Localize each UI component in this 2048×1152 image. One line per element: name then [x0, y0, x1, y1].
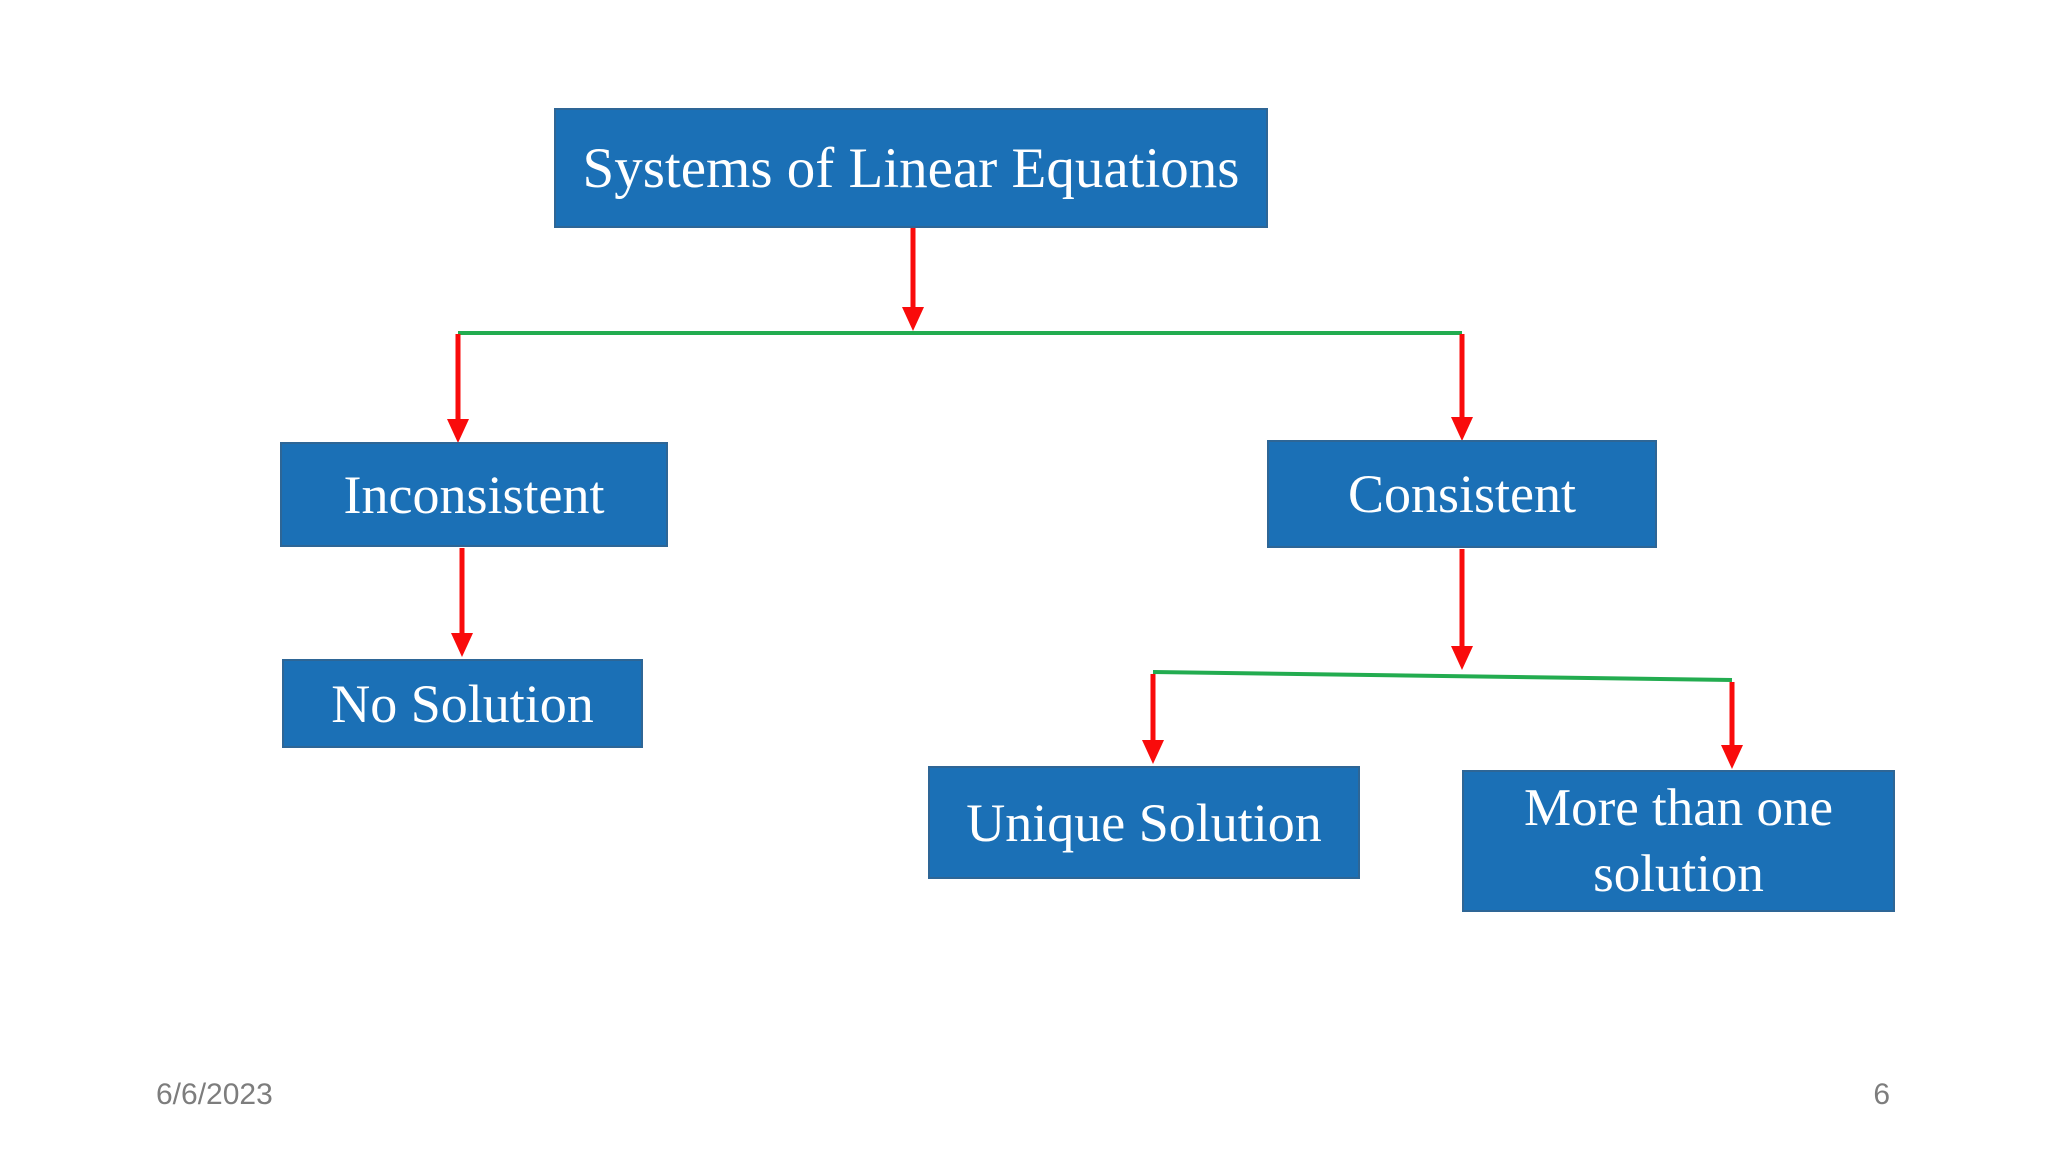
node-inconsistent: Inconsistent [280, 442, 668, 547]
node-systems-of-linear-equations: Systems of Linear Equations [554, 108, 1268, 228]
slide-number: 6 [1873, 1078, 1890, 1111]
footer-date: 6/6/2023 [156, 1078, 273, 1111]
node-consistent: Consistent [1267, 440, 1657, 548]
arrow-unique-head [1142, 740, 1164, 764]
arrow-consistent-down-head [1451, 646, 1473, 670]
arrow-no-solution-head [451, 633, 473, 657]
arrow-inconsistent-head [447, 419, 469, 443]
node-more-than-one-solution: More than one solution [1462, 770, 1895, 912]
node-no-solution: No Solution [282, 659, 643, 748]
arrow-root-head [902, 307, 924, 331]
branch-line-2 [1152, 670, 1733, 682]
arrow-more-head [1721, 745, 1743, 769]
node-unique-solution: Unique Solution [928, 766, 1360, 879]
arrow-consistent-head [1451, 417, 1473, 441]
